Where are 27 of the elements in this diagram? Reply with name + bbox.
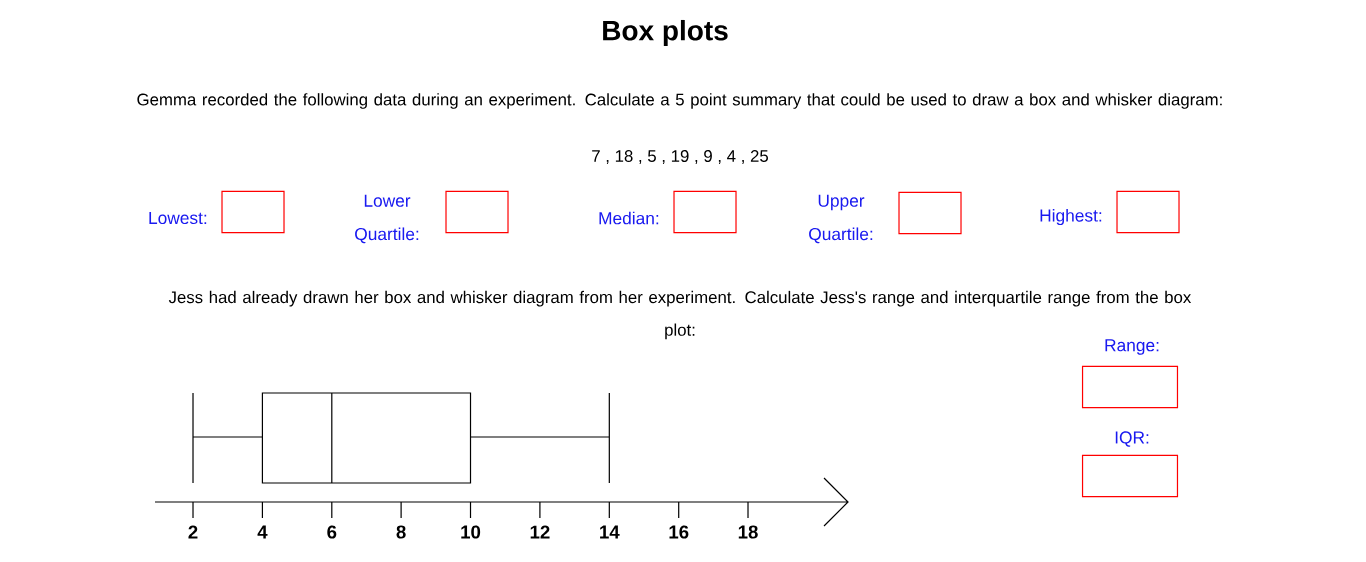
tick-label: 6 (327, 525, 337, 539)
data-list: 7 , 18 , 5 , 19 , 9 , 4 , 25 (592, 150, 768, 164)
answer-box (445, 190, 509, 234)
tick-label: 14 (600, 525, 620, 539)
field-label: Median: (599, 211, 659, 225)
instruction-text: Gemma recorded the following data during an experiment. Calculate a 5 point summary that could be used to draw a box and whisker diagram: (137, 93, 1222, 109)
answer-box (1116, 190, 1180, 234)
tick-label: 8 (396, 525, 406, 539)
tick-label: 4 (257, 525, 268, 539)
field-label: Range: (1105, 339, 1159, 355)
tick-label: 2 (188, 525, 198, 539)
tick-label: 16 (669, 525, 689, 539)
answer-box (673, 190, 737, 234)
field-label: Upper Quartile: (809, 194, 873, 244)
answer-box (1081, 365, 1179, 409)
field-label: Lower Quartile: (355, 194, 419, 244)
tick-label: 18 (738, 525, 758, 539)
tick-label: 12 (530, 525, 550, 539)
field-label: IQR: (1115, 431, 1149, 447)
answer-box (898, 191, 962, 235)
instruction-text: Jess had already drawn her box and whisker diagram from her experiment. Calculate Jess's range and interquartile range from the box plot: (168, 290, 1192, 340)
field-label: Lowest: (149, 211, 207, 225)
tick-label: 10 (461, 525, 481, 539)
field-label: Highest: (1040, 208, 1102, 226)
title: Box plots (603, 19, 728, 47)
answer-box (1081, 454, 1179, 498)
answer-box (221, 190, 285, 234)
